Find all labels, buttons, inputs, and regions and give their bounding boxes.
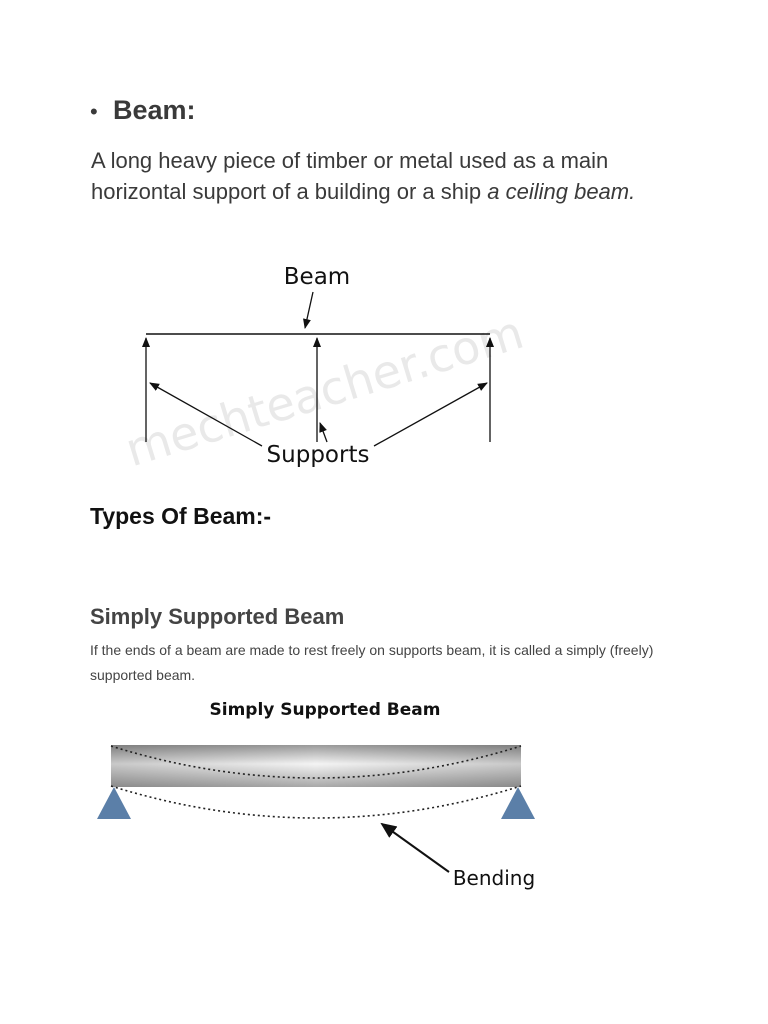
supports-arrow-left xyxy=(149,382,263,447)
beam-label: Beam xyxy=(284,264,350,290)
beam-definition: A long heavy piece of timber or metal us… xyxy=(91,145,691,207)
supports-arrow-middle xyxy=(319,422,328,443)
supports-label: Supports xyxy=(267,442,370,468)
bent-beam-bottom-curve xyxy=(110,785,522,819)
supports-arrow-right xyxy=(373,382,488,447)
simply-supported-description: If the ends of a beam are made to rest f… xyxy=(90,642,654,683)
types-heading: Types Of Beam:- xyxy=(90,503,272,529)
definition-text: A long heavy piece of timber or metal us… xyxy=(91,148,609,204)
bending-label: Bending xyxy=(453,866,535,890)
definition-example: a ceiling beam. xyxy=(487,179,636,204)
beam-heading: Beam: xyxy=(113,95,196,125)
simply-supported-heading: Simply Supported Beam xyxy=(90,604,345,629)
bending-arrow xyxy=(380,822,450,873)
bullet-marker: • xyxy=(90,99,98,124)
simply-supported-figure: Simply Supported Beam Bending xyxy=(97,700,535,890)
beam-label-arrow xyxy=(303,291,314,329)
figure-title: Simply Supported Beam xyxy=(210,700,441,720)
beam-supports-figure: mechteacher.com Beam Supports xyxy=(119,264,529,477)
right-pin-support-icon xyxy=(501,787,535,819)
left-pin-support-icon xyxy=(97,787,131,819)
